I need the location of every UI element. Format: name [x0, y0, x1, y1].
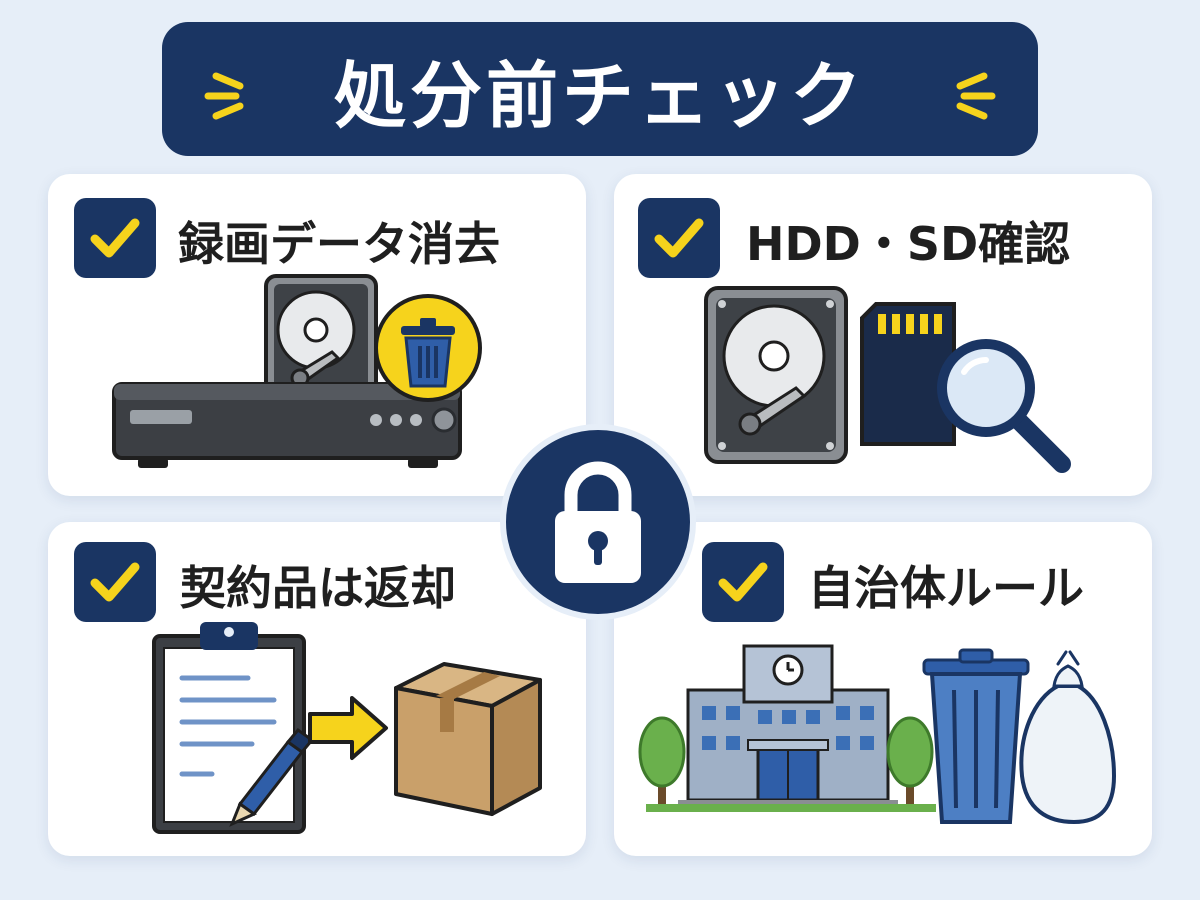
trash-bin-icon	[374, 294, 482, 402]
card-label: HDD・SD確認	[746, 217, 1071, 271]
padlock-icon	[555, 461, 641, 583]
cardboard-box-icon	[394, 662, 542, 816]
checkbox[interactable]	[638, 198, 720, 278]
return-illustration	[152, 622, 542, 834]
checkmark-icon	[90, 562, 140, 602]
tree-icon	[638, 716, 686, 806]
card-label: 録画データ消去	[178, 217, 500, 271]
card-return-rentals: 契約品は返却	[48, 522, 586, 856]
hard-drive-icon	[264, 274, 378, 406]
checkmark-icon	[718, 562, 768, 602]
arrow-right-icon	[308, 696, 388, 760]
checkbox[interactable]	[74, 198, 156, 278]
card-municipal-rules: 自治体ルール	[614, 522, 1152, 856]
clipboard-icon	[152, 622, 306, 834]
garbage-bag-icon	[1019, 650, 1117, 825]
checkmark-icon	[90, 218, 140, 258]
checkbox[interactable]	[702, 542, 784, 622]
recorder-illustration	[112, 274, 482, 468]
card-label: 契約品は返却	[180, 561, 456, 615]
checkmark-icon	[654, 218, 704, 258]
tree-icon	[886, 716, 934, 806]
checkbox[interactable]	[74, 542, 156, 622]
lock-badge	[500, 424, 696, 620]
magnifier-icon	[937, 339, 1071, 473]
card-check-hdd-sd: HDD・SD確認	[614, 174, 1152, 496]
page-title: 処分前チェック	[333, 53, 866, 138]
municipal-illustration	[638, 644, 1117, 825]
grass-strip	[646, 804, 936, 812]
city-hall-icon	[678, 644, 898, 808]
sparkle-right-icon	[956, 72, 996, 120]
card-erase-recordings: 録画データ消去	[48, 174, 586, 496]
trash-can-icon	[922, 648, 1030, 824]
hard-drive-icon	[704, 286, 848, 464]
title-banner: 処分前チェック	[162, 22, 1038, 156]
sparkle-left-icon	[204, 72, 244, 120]
hdd-sd-illustration	[704, 286, 1071, 473]
card-label: 自治体ルール	[808, 561, 1084, 615]
recorder-icon	[112, 382, 462, 468]
